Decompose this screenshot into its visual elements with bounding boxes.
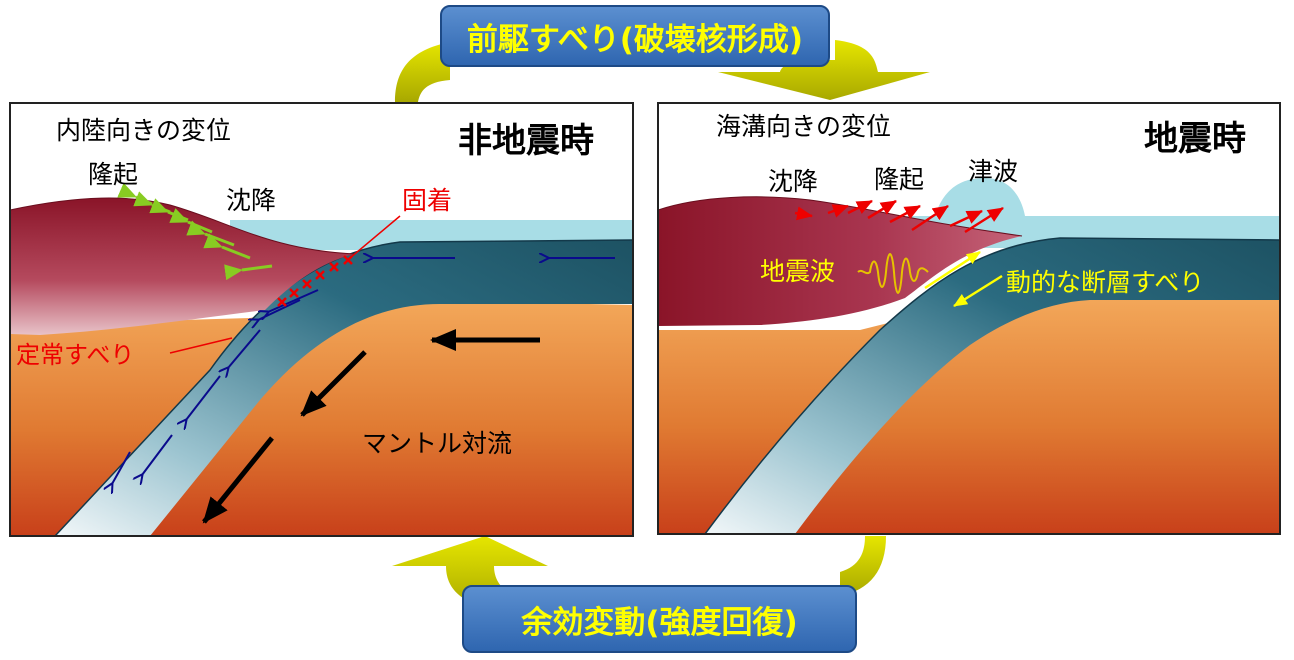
locked-label: 固着 — [402, 186, 452, 215]
seaward-displacement-arrows — [794, 199, 1004, 234]
seaward-displacement-label: 海溝向きの変位 — [716, 112, 891, 141]
tsunami-label: 津波 — [968, 157, 1018, 186]
dynamic-slip-label: 動的な断層すべり — [1006, 268, 1204, 297]
postseismic-deformation-title: 余効変動(強度回復) — [462, 585, 857, 653]
right-subducting-slab — [705, 238, 1280, 534]
locked-zone-marks — [277, 255, 353, 307]
dynamic-slip-arrow-up — [924, 250, 981, 290]
seismic-wave-icon — [857, 253, 929, 294]
uplift-label: 隆起 — [88, 160, 138, 189]
subsidence-label: 沈降 — [226, 186, 276, 215]
preseismic-slip-title: 前駆すべり(破壊核形成) — [440, 5, 830, 67]
left-continental-crust — [10, 198, 355, 335]
left-subducting-slab — [55, 240, 633, 536]
right-panel-title: 地震時 — [1144, 119, 1246, 159]
right-subsidence-label: 沈降 — [768, 167, 818, 196]
cycle-arrow-top — [395, 40, 930, 102]
convection-arrow — [202, 436, 274, 524]
left-panel-title: 非地震時 — [458, 121, 594, 161]
right-continental-crust — [658, 196, 1022, 326]
dynamic-slip-arrow-down — [953, 274, 1003, 308]
left-panel: 非地震時 内陸向きの変位 隆起 沈降 固着 定常すべり マントル対流 — [10, 103, 633, 536]
convection-arrow — [300, 350, 367, 417]
mantle-convection-label: マントル対流 — [362, 429, 512, 458]
seismic-wave-label: 地震波 — [760, 257, 835, 286]
landward-displacement-arrows — [117, 182, 273, 281]
steady-slip-label: 定常すべり — [16, 341, 134, 369]
right-uplift-label: 隆起 — [874, 165, 924, 194]
plate-motion-arrows — [112, 258, 615, 484]
right-panel: 地震時 海溝向きの変位 沈降 隆起 津波 地震波 動的な断層すべり — [658, 103, 1280, 534]
left-panel-frame — [9, 102, 634, 537]
landward-displacement-label: 内陸向きの変位 — [56, 116, 231, 145]
right-panel-frame — [657, 102, 1281, 535]
